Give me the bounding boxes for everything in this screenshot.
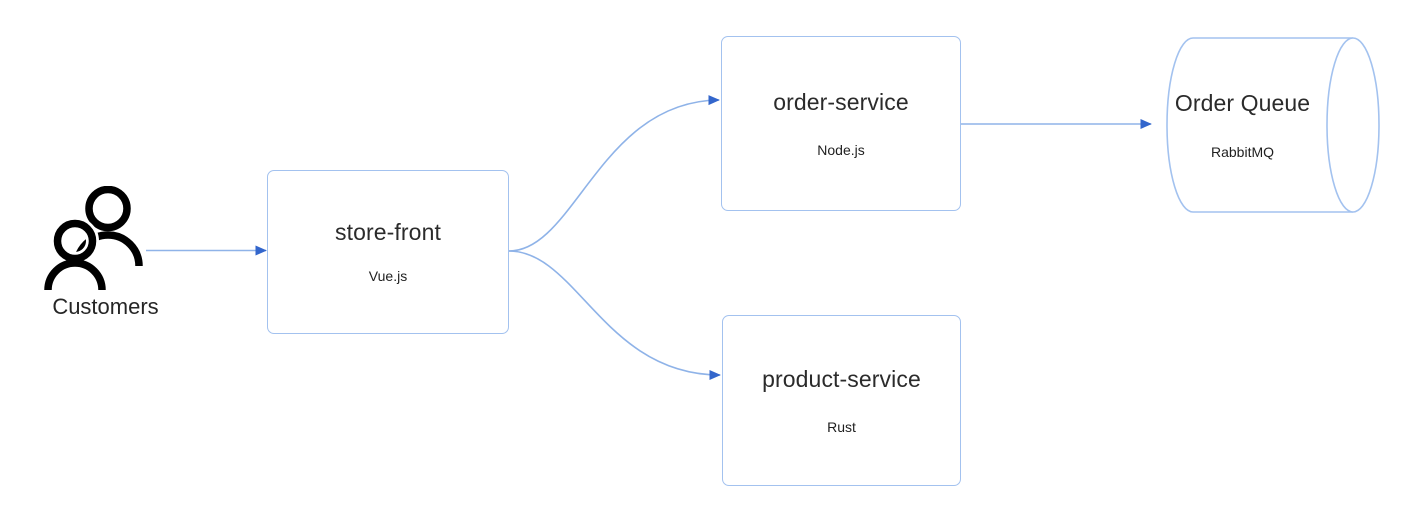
node-store-front[interactable]: store-front Vue.js <box>267 170 509 334</box>
node-store-front-subtitle: Vue.js <box>368 268 408 284</box>
cylinder-shape <box>1166 37 1380 213</box>
node-order-service-title: order-service <box>773 88 909 115</box>
two-people-icon <box>44 186 143 291</box>
edge-store-front-to-product-service <box>508 250 721 381</box>
node-product-service[interactable]: product-service Rust <box>722 315 961 486</box>
customers-label: Customers <box>52 294 159 319</box>
node-product-service-title: product-service <box>762 365 921 392</box>
node-product-service-subtitle: Rust <box>827 418 856 435</box>
edge-store-front-to-order-service <box>508 95 720 252</box>
customers-actor[interactable]: Customers <box>28 186 183 331</box>
node-order-service-subtitle: Node.js <box>817 141 865 158</box>
node-order-queue[interactable]: Order Queue RabbitMQ <box>1155 30 1385 220</box>
node-order-service[interactable]: order-service Node.js <box>721 36 961 211</box>
node-store-front-title: store-front <box>335 219 441 245</box>
